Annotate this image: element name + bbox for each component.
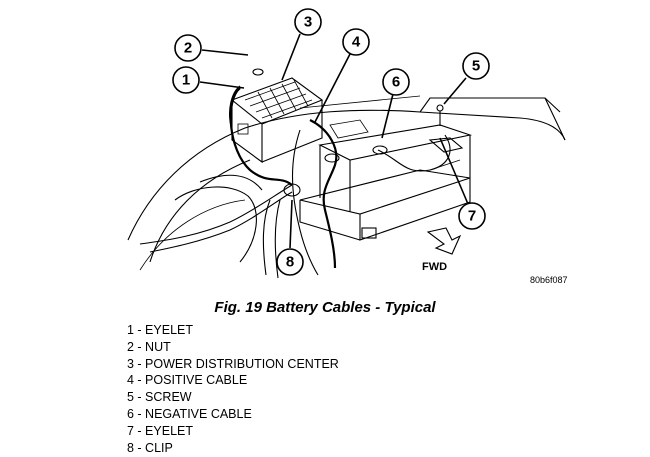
svg-text:4: 4: [352, 34, 361, 51]
fwd-arrow: FWD: [422, 227, 462, 273]
callout-3: 3: [294, 8, 322, 36]
legend-list: 1 - EYELET 2 - NUT 3 - POWER DISTRIBUTIO…: [127, 322, 339, 456]
legend-item: 5 - SCREW: [127, 390, 192, 405]
svg-text:2: 2: [184, 40, 192, 57]
cables: [139, 68, 464, 279]
svg-text:5: 5: [472, 58, 480, 75]
callout-8: 8: [276, 248, 304, 276]
legend-item: 1 - EYELET: [127, 323, 193, 337]
battery-cables-diagram: FWD 1 2 3 4 5 6 7 8: [127, 8, 568, 285]
legend-item: 6 - NEGATIVE CABLE: [127, 406, 252, 421]
svg-text:7: 7: [468, 208, 476, 225]
callout-6: 6: [382, 68, 410, 96]
svg-text:6: 6: [392, 74, 400, 91]
legend-item: 7 - EYELET: [127, 423, 193, 438]
callout-leaders: [199, 33, 469, 249]
figure-caption: Fig. 19 Battery Cables - Typical: [214, 299, 436, 316]
vehicle-body-outline: [127, 95, 566, 271]
legend-item: 8 - CLIP: [127, 440, 173, 455]
figure-id: 80b6f087: [530, 275, 568, 285]
legend-item: 2 - NUT: [127, 339, 171, 354]
legend-item: 4 - POSITIVE CABLE: [127, 373, 248, 388]
callout-2: 2: [174, 34, 202, 62]
callout-1: 1: [172, 66, 200, 94]
callout-5: 5: [462, 52, 490, 80]
legend-item: 3 - POWER DISTRIBUTION CENTER: [127, 356, 339, 371]
battery: [299, 119, 473, 241]
svg-text:3: 3: [304, 14, 312, 31]
callout-4: 4: [342, 28, 370, 56]
svg-text:1: 1: [182, 72, 190, 89]
fwd-label: FWD: [422, 261, 447, 273]
svg-text:8: 8: [286, 254, 294, 271]
callout-7: 7: [458, 202, 486, 230]
